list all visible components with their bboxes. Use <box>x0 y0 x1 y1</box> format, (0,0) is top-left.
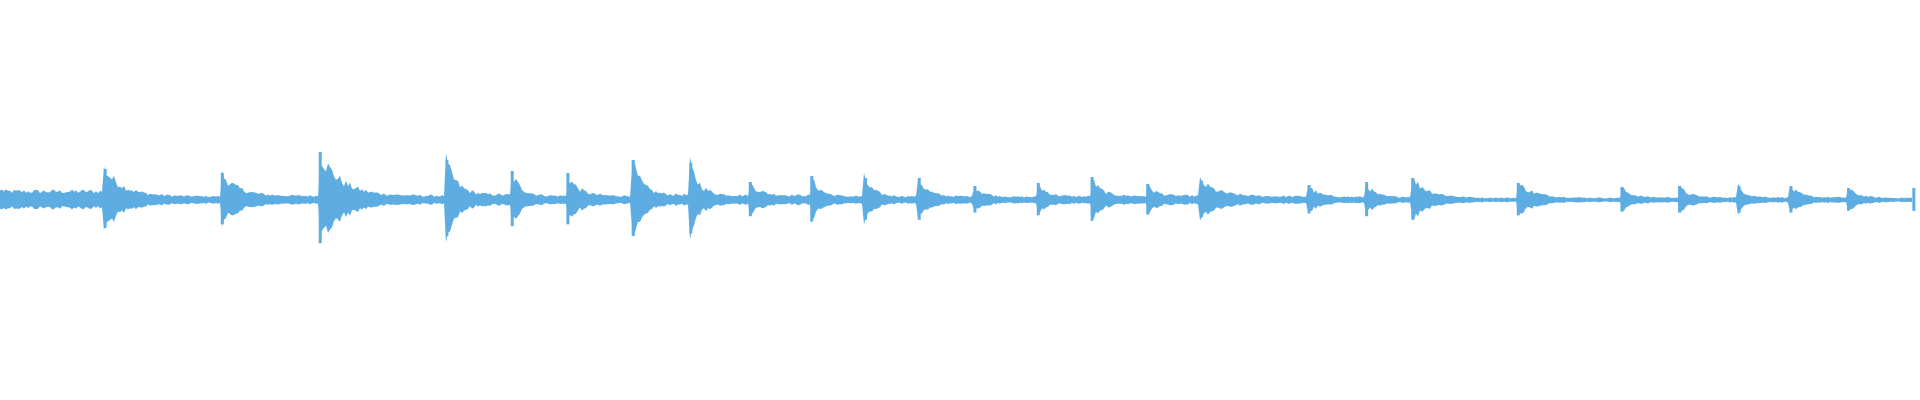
waveform-onset-9 <box>748 182 752 217</box>
waveform-onset-12 <box>917 178 921 220</box>
waveform-onset-20 <box>1411 178 1415 220</box>
waveform-onset-3 <box>318 152 322 244</box>
waveform-onset-27 <box>1912 188 1916 211</box>
waveform-onset-10 <box>810 176 814 222</box>
waveform-onset-23 <box>1678 186 1682 213</box>
waveform-onset-6 <box>566 173 570 225</box>
waveform-onset-24 <box>1737 186 1741 213</box>
waveform-onset-13 <box>973 186 977 213</box>
waveform-onset-8 <box>689 163 693 234</box>
waveform-onset-21 <box>1516 183 1520 216</box>
waveform-onset-1 <box>103 169 107 228</box>
waveform-onset-19 <box>1365 182 1369 217</box>
waveform-onset-2 <box>220 173 224 225</box>
waveform-onset-26 <box>1847 188 1851 211</box>
waveform-onset-14 <box>1036 183 1040 216</box>
waveform-onset-15 <box>1090 177 1094 221</box>
waveform-bars-group <box>0 152 1916 244</box>
waveform-onset-4 <box>445 160 449 236</box>
waveform-onset-18 <box>1307 185 1311 214</box>
waveform-onset-22 <box>1620 187 1624 212</box>
waveform-shape <box>0 153 1912 243</box>
waveform-onset-5 <box>510 171 514 227</box>
waveform-onset-16 <box>1146 184 1150 215</box>
waveform-onset-11 <box>864 178 867 220</box>
waveform-onset-25 <box>1789 186 1793 213</box>
waveform-onset-0 <box>0 190 3 209</box>
waveform-onset-7 <box>631 160 635 236</box>
waveform-onset-17 <box>1200 181 1203 218</box>
